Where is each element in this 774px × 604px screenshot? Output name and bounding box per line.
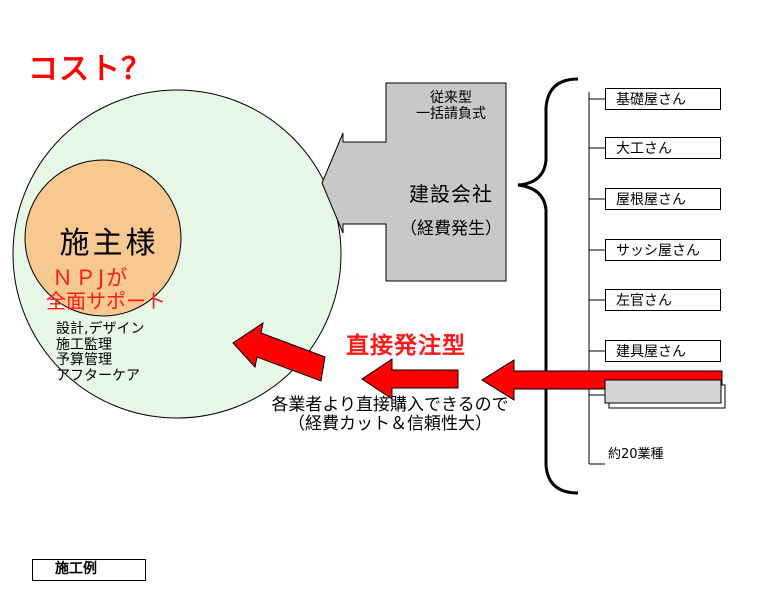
client-label: 施主様 [59,226,159,261]
overhead-note: （経費発生） [400,219,502,239]
trade-box-carpenter: 大工さん [605,137,721,159]
construction-company-label: 建設会社 [409,182,493,206]
trades-count-label: 約20業種 [608,447,664,462]
client-circle [24,159,182,317]
trade-box-foundation: 基礎屋さん [605,88,721,110]
support-label-line1: ＮＰJが [52,266,130,290]
traditional-type-line2: 一括請負式 [416,106,486,122]
trade-box-fittings: 建具屋さん [605,340,721,362]
direct-note-line2: （経費カット＆信頼性大） [288,414,492,434]
direct-arrow-left [232,321,326,382]
service-item: 施工監理 [56,336,112,353]
service-item: アフターケア [56,367,140,384]
page-title: コスト？ [28,52,152,87]
traditional-type-label: 従来型 一括請負式 [396,90,506,122]
trade-box-roofer: 屋根屋さん [605,188,721,210]
service-item: 予算管理 [56,352,112,368]
trade-box-sash: サッシ屋さん [605,239,721,261]
service-list: 設計,デザイン 施工監理 予算管理 アフターケア [56,321,145,384]
trade-box-plasterer: 左官さん [605,289,721,311]
construction-examples-button[interactable]: 施工例 [32,559,146,581]
more-trades-box [604,379,722,404]
direct-note-line1: 各業者より直接購入できるので [271,395,509,415]
traditional-contract-arrow [321,82,507,282]
service-item: 設計,デザイン [56,321,145,337]
direct-order-label: 直接発注型 [346,333,466,359]
trade-ticks [589,98,605,465]
direct-order-note: 各業者より直接購入できるので （経費カット＆信頼性大） [210,396,570,434]
support-label-line2: 全面サポート [46,289,166,313]
trades-brace [517,77,579,495]
traditional-type-line1: 従来型 [430,90,472,106]
direct-arrow-middle [361,358,459,400]
